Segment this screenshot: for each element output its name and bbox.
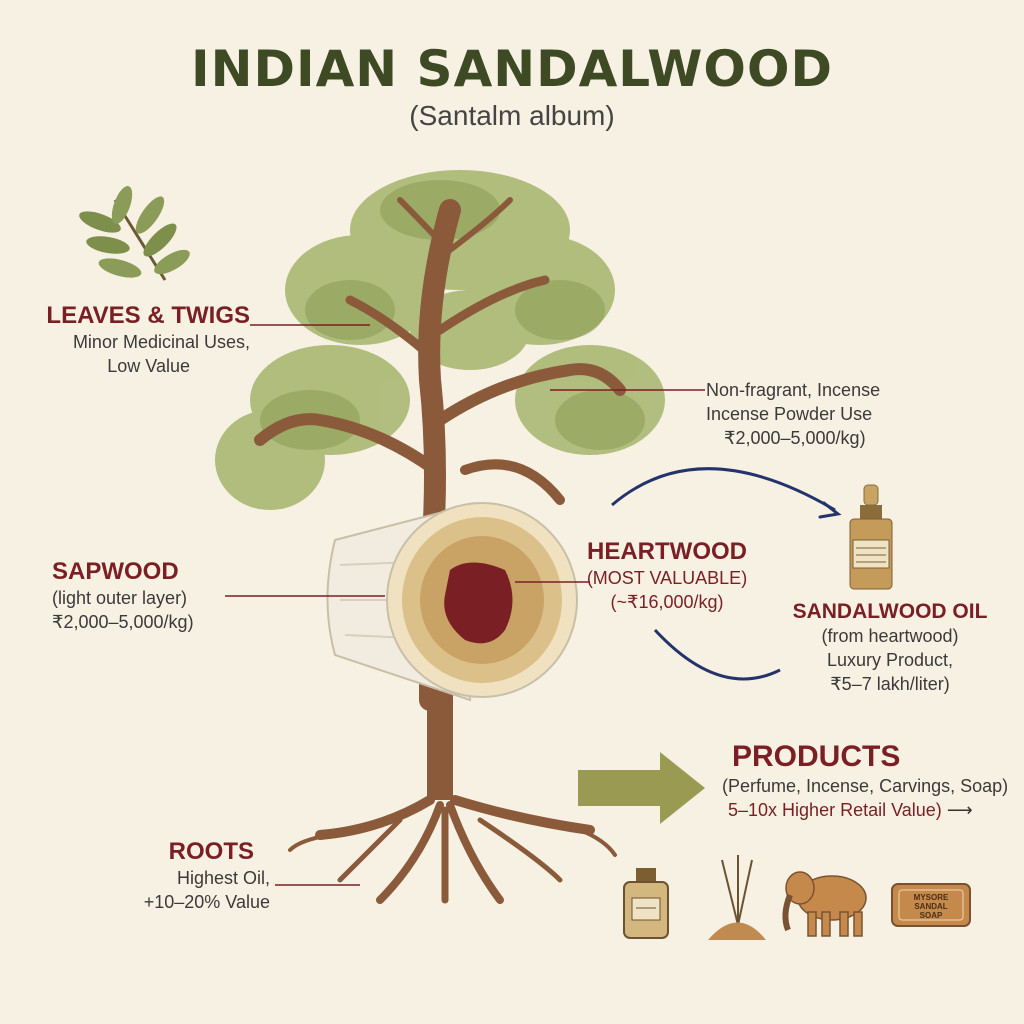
leader-lines <box>225 324 705 886</box>
products-arrow-icon <box>578 752 705 824</box>
sapwood-label: SAPWOOD (light outer layer) ₹2,000–5,000… <box>52 558 252 634</box>
leaf-sprig-icon <box>79 186 190 281</box>
oil-label: SANDALWOOD OIL (from heartwood) Luxury P… <box>770 600 1010 696</box>
roots-line1: Highest Oil, <box>176 868 270 888</box>
heartwood-label: HEARTWOOD (MOST VALUABLE) (~₹16,000/kg) <box>582 538 752 614</box>
heartwood-line2: (~₹16,000/kg) <box>610 592 724 612</box>
wood-log <box>326 502 578 702</box>
page-title: INDIAN SANDALWOOD <box>191 40 833 98</box>
sapwood-heading: SAPWOOD <box>52 558 179 585</box>
branch-note-line3: ₹2,000–5,000/kg) <box>724 428 866 448</box>
soap-label-line1: MYSORE <box>914 893 949 902</box>
branch-note: Non-fragrant, Incense Incense Powder Use… <box>706 378 936 450</box>
leaves-line1: Minor Medicinal Uses, <box>72 332 250 352</box>
heartwood-line1: (MOST VALUABLE) <box>586 568 748 588</box>
oil-line3: ₹5–7 lakh/liter) <box>830 674 950 694</box>
oil-line1: (from heartwood) <box>821 626 959 646</box>
incense-icon <box>708 855 766 940</box>
leaves-line2: Low Value <box>107 356 190 376</box>
products-heading: PRODUCTS <box>732 740 901 773</box>
branch-note-line1: Non-fragrant, Incense <box>706 380 881 400</box>
heartwood-heading: HEARTWOOD <box>587 538 747 565</box>
roots-line2: +10–20% Value <box>143 892 270 912</box>
leaves-label: LEAVES & TWIGS Minor Medicinal Uses, Low… <box>20 302 250 378</box>
sapwood-line1: (light outer layer) <box>52 588 188 608</box>
perfume-icon <box>623 868 669 939</box>
page-subtitle: (Santalm album) <box>409 100 615 131</box>
products-label: PRODUCTS (Perfume, Incense, Carvings, So… <box>722 740 1022 822</box>
oil-bottle-icon <box>849 484 893 590</box>
roots-label: ROOTS Highest Oil, +10–20% Value <box>100 838 270 914</box>
soap-label-line2: SANDAL <box>914 902 947 911</box>
right-arrow-icon: ⟶ <box>946 800 973 820</box>
oil-line2: Luxury Product, <box>826 650 954 670</box>
products-line2: 5–10x Higher Retail Value) <box>728 800 942 820</box>
sapwood-line2: ₹2,000–5,000/kg) <box>52 612 194 632</box>
products-line1: (Perfume, Incense, Carvings, Soap) <box>722 776 1009 796</box>
branch-note-line2: Incense Powder Use <box>706 404 873 424</box>
roots-heading: ROOTS <box>168 838 254 865</box>
soap-label-line3: SOAP <box>920 911 943 920</box>
soap-bar-icon: MYSORE SANDAL SOAP <box>891 883 971 927</box>
leaves-heading: LEAVES & TWIGS <box>46 302 250 329</box>
oil-heading: SANDALWOOD OIL <box>792 600 988 623</box>
elephant-carving-icon <box>782 871 867 937</box>
oil-flow-arrows <box>611 467 842 681</box>
